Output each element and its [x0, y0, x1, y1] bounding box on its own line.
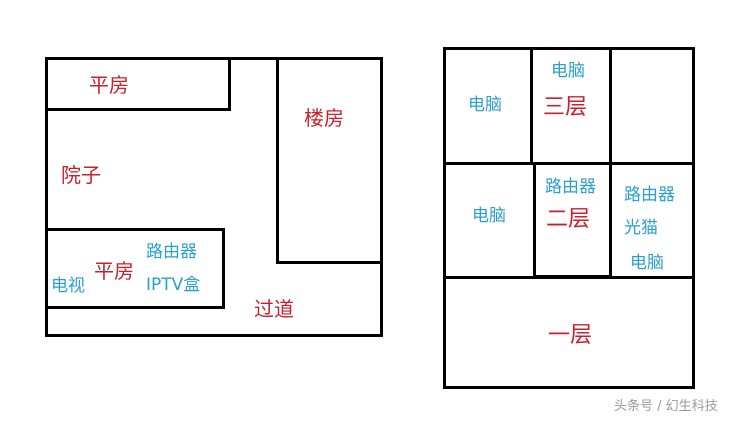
main-building-room: [276, 57, 383, 264]
watermark: 头条号 / 幻生科技: [614, 399, 718, 414]
corridor-label: 过道: [254, 297, 294, 321]
third-floor-middle-computer-label: 电脑: [551, 61, 585, 81]
second-floor-right-computer-label: 电脑: [630, 253, 664, 273]
first-floor-label: 一层: [548, 323, 593, 348]
first-floor-room: [443, 276, 695, 389]
third-floor-label: 三层: [543, 95, 588, 120]
iptv-box-label: IPTV盒: [146, 275, 201, 295]
third-floor-left-computer-label: 电脑: [468, 95, 502, 115]
top-bungalow-label: 平房: [89, 73, 129, 97]
router-label: 路由器: [146, 242, 197, 262]
courtyard-label: 院子: [61, 163, 101, 187]
second-floor-right-router-label: 路由器: [624, 185, 675, 205]
second-floor-left-computer-label: 电脑: [472, 206, 506, 226]
top-bungalow-room: [45, 57, 231, 111]
tv-label: 电视: [51, 276, 85, 296]
second-floor-middle-router-label: 路由器: [545, 177, 596, 197]
second-floor-label: 二层: [546, 207, 591, 232]
lower-bungalow-label: 平房: [94, 259, 134, 283]
lower-bungalow-room: [45, 228, 225, 309]
second-floor-right-modem-label: 光猫: [624, 218, 658, 238]
main-building-label: 楼房: [304, 106, 344, 130]
